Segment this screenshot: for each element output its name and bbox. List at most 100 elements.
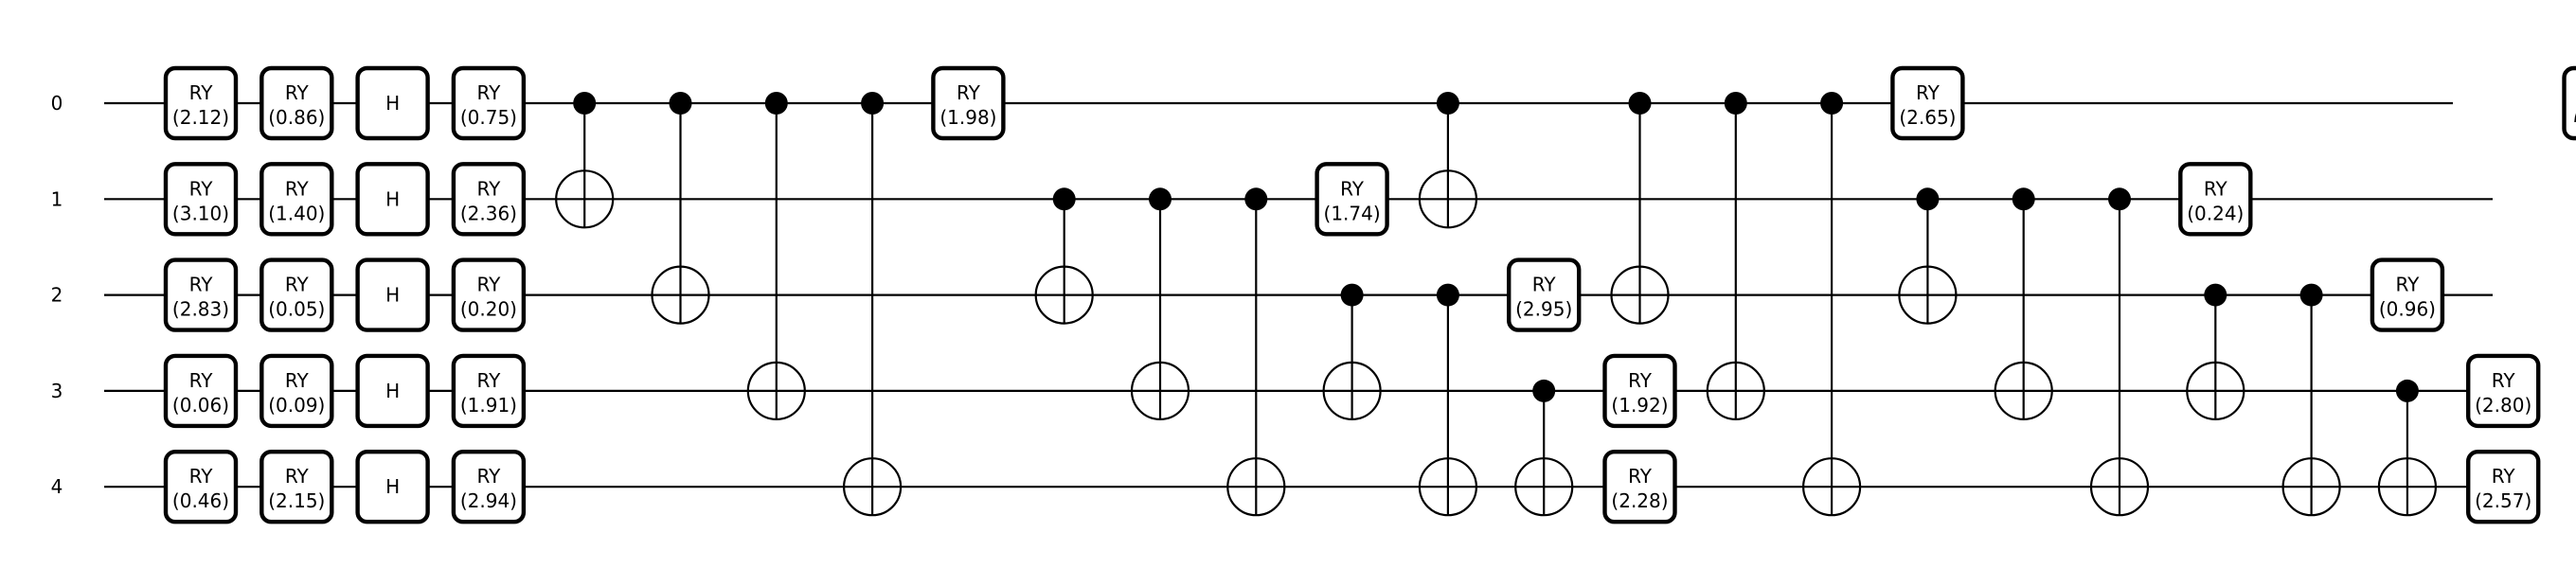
gate-box <box>2465 450 2541 524</box>
gate-box <box>451 162 527 237</box>
cnot-gate <box>2089 187 2150 517</box>
gate-box <box>1890 65 1965 141</box>
gate-param: (0.05) <box>268 298 325 321</box>
cnot-gate <box>1706 92 1765 420</box>
gate-ry: RY(1.98) <box>931 65 1006 141</box>
control-dot <box>1052 187 1076 211</box>
gate-label: RY <box>189 274 214 296</box>
gate-label: RY <box>285 369 310 392</box>
gate-ry: RY(3.10) <box>163 162 239 237</box>
cnot-gate <box>1418 283 1478 517</box>
cnot-gate <box>746 92 806 420</box>
cnot-gate <box>1898 187 1958 325</box>
gate-label: RY <box>2395 274 2420 296</box>
gate-param: (2.80) <box>2475 394 2531 417</box>
gate-ry: RY(0.86) <box>259 65 334 141</box>
gate-box <box>355 450 430 524</box>
gate-box <box>2465 353 2541 429</box>
gate-ry: RY(2.57) <box>2465 450 2541 524</box>
connectors-layer <box>555 92 2437 517</box>
gate-label: RY <box>476 369 501 392</box>
gate-param: (1.40) <box>268 202 325 224</box>
cnot-gate <box>1226 187 1286 517</box>
gate-box <box>163 162 239 237</box>
wire-label: 4 <box>51 475 63 498</box>
gate-label: RY <box>476 81 501 104</box>
gate-label: RY <box>2204 177 2228 200</box>
gate-ry: RY(2.65) <box>1890 65 1965 141</box>
gate-h: H <box>355 353 430 429</box>
cnot-gate <box>1801 92 1862 517</box>
gate-ry: RY(0.20) <box>451 257 527 332</box>
gate-box <box>355 65 430 141</box>
wire-label: 2 <box>51 284 63 307</box>
gate-box <box>1602 450 1677 524</box>
gate-label: H <box>385 92 400 115</box>
gates-layer: RY(2.12)RY(3.10)RY(2.83)RY(0.06)RY(0.46)… <box>163 65 2576 524</box>
control-dot <box>1628 92 1652 115</box>
gate-label: RY <box>189 81 214 104</box>
cnot-gate <box>2186 283 2245 420</box>
gate-param: (0.09) <box>268 394 325 417</box>
gate-box <box>451 353 527 429</box>
gate-ry: RY(2.12) <box>163 65 239 141</box>
control-dot <box>1149 187 1172 211</box>
gate-box <box>259 162 334 237</box>
gate-label: H <box>385 380 400 402</box>
cnot-gate <box>1610 92 1670 325</box>
gate-box <box>163 353 239 429</box>
gate-param: (3.10) <box>172 202 229 224</box>
gate-label: RY <box>476 177 501 200</box>
gate-label: RY <box>1340 177 1365 200</box>
gate-label: RY <box>189 369 214 392</box>
gate-label: H <box>385 187 400 210</box>
cnot-gate <box>842 92 903 517</box>
gate-label: RY <box>1532 274 1557 296</box>
gate-param: (0.75) <box>460 106 517 129</box>
gate-param: (1.92) <box>1611 394 1668 417</box>
gate-param: (2.57) <box>2475 489 2531 512</box>
gate-ry: RY(2.83) <box>163 257 239 332</box>
gate-box <box>259 450 334 524</box>
cnot-gate <box>2281 283 2341 517</box>
wire-label: 3 <box>51 380 63 402</box>
gate-box <box>259 65 334 141</box>
gate-ry: RY(1.74) <box>1315 162 1389 237</box>
control-dot <box>1436 92 1459 115</box>
gate-label: RY <box>1916 81 1941 104</box>
gate-label: RY <box>285 465 310 488</box>
control-dot <box>861 92 885 115</box>
cnot-gate <box>1514 379 1574 517</box>
gate-param: (0.20) <box>460 298 517 321</box>
gate-box <box>355 353 430 429</box>
cnot-gate <box>651 92 710 325</box>
gate-box <box>1315 162 1389 237</box>
gate-ry: RY(2.80) <box>2465 353 2541 429</box>
gate-label: RY <box>189 465 214 488</box>
gate-label: RY <box>285 274 310 296</box>
control-dot <box>669 92 692 115</box>
gate-param: (1.74) <box>1324 202 1381 224</box>
gate-label: RY <box>2492 465 2516 488</box>
control-dot <box>764 92 788 115</box>
control-dot <box>2299 283 2323 307</box>
gate-box <box>2370 257 2445 332</box>
cnot-gate <box>2377 379 2437 517</box>
gate-box <box>451 65 527 141</box>
cnot-gate <box>1130 187 1190 420</box>
gate-ry: RY(0.24) <box>2178 162 2253 237</box>
gate-param: (0.96) <box>2379 298 2436 321</box>
gate-param: (0.06) <box>172 394 229 417</box>
gate-label: RY <box>285 177 310 200</box>
cnot-gate <box>1418 92 1478 229</box>
gate-label: RY <box>476 465 501 488</box>
gate-box <box>355 257 430 332</box>
gate-param: (2.95) <box>1515 298 1572 321</box>
gate-label: RY <box>189 177 214 200</box>
gate-param: (2.12) <box>172 106 229 129</box>
gate-box <box>259 353 334 429</box>
control-dot <box>2395 379 2419 402</box>
gate-box <box>931 65 1006 141</box>
